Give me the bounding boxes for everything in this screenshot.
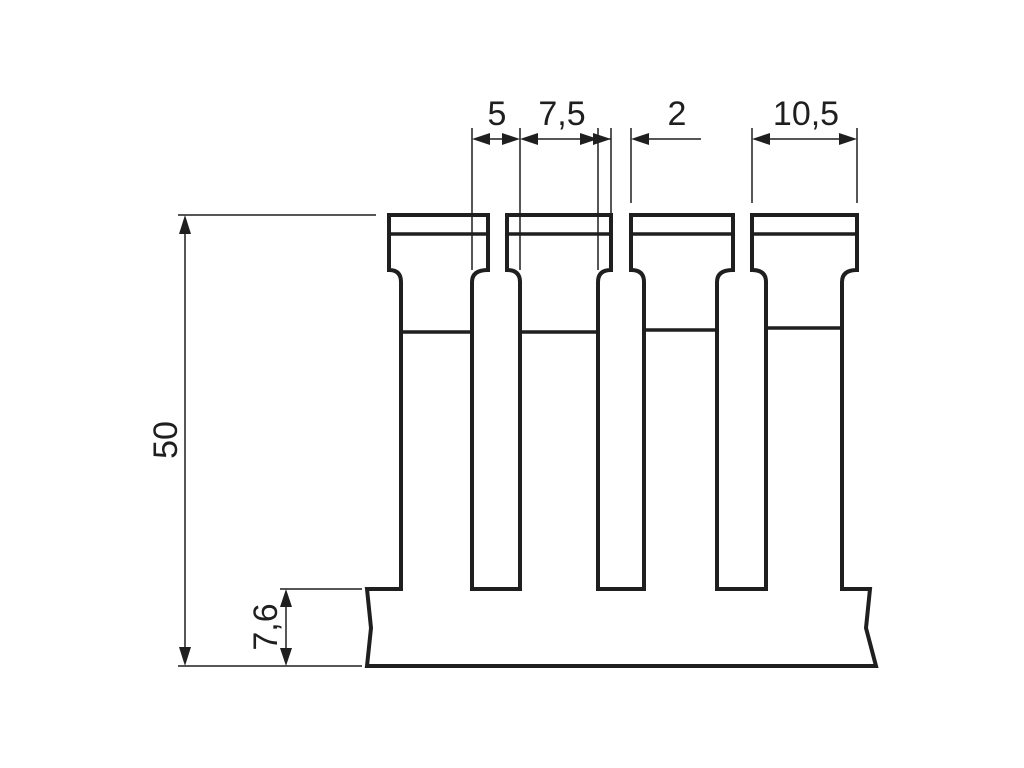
fin-gap-label: 7,5	[538, 95, 585, 133]
dimension-fin-width-and-gap: 5 7,5	[471, 95, 599, 270]
part-outline	[364, 213, 879, 668]
arrow-up-icon	[179, 215, 191, 234]
dimension-fin-spacing: 2	[593, 95, 701, 215]
dimension-head-width: 10,5	[751, 95, 858, 203]
arrow-up-icon	[280, 589, 292, 607]
arrow-down-icon	[179, 647, 191, 666]
total-height-label: 50	[147, 421, 185, 459]
dimension-base-height: 7,6	[247, 588, 362, 666]
fin-width-label: 5	[488, 95, 507, 133]
head-width-label: 10,5	[773, 95, 839, 133]
arrow-right-icon	[593, 133, 611, 145]
dimension-total-height: 50	[147, 214, 376, 667]
arrow-right-icon	[839, 133, 857, 145]
arrow-left-icon	[472, 133, 490, 145]
arrow-right-icon	[502, 133, 520, 145]
arrow-left-icon	[631, 133, 649, 145]
base-and-pillar-outline	[364, 213, 879, 668]
arrow-left-icon	[520, 133, 538, 145]
fin-spacing-label: 2	[668, 95, 687, 133]
base-height-label: 7,6	[247, 603, 285, 650]
arrow-left-icon	[752, 133, 770, 145]
arrow-down-icon	[280, 648, 292, 666]
arrow-right-icon	[580, 133, 598, 145]
